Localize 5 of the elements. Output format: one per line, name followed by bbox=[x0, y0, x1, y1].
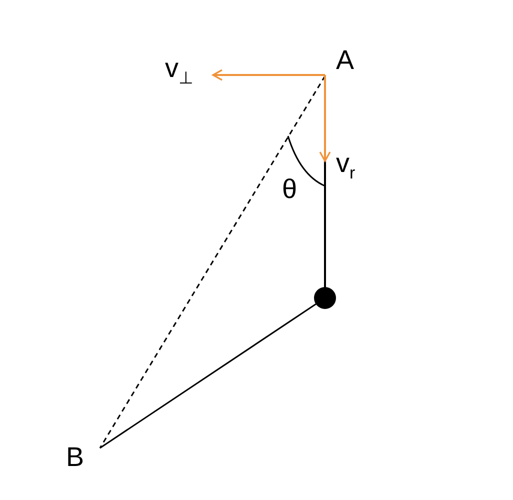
angle-label: θ bbox=[282, 176, 298, 203]
velocity-label: v$_{r}$ bbox=[336, 150, 356, 182]
point-label: B bbox=[66, 444, 84, 471]
velocity-label: v$_{⊥}$ bbox=[165, 55, 194, 86]
point-label: A bbox=[336, 47, 354, 74]
